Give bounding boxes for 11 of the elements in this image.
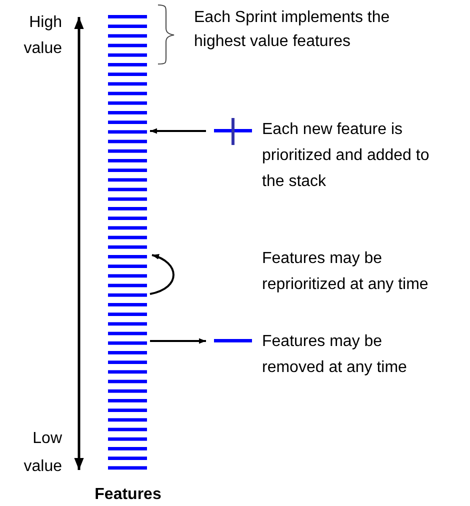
note-text: Each Sprint implements the highest value features bbox=[194, 8, 391, 52]
axis-label: Low value bbox=[22, 429, 62, 477]
axis-label: High value bbox=[22, 13, 62, 59]
note-text: Features may be removed at any time bbox=[262, 332, 408, 378]
arrow bbox=[150, 338, 206, 344]
arrow bbox=[150, 128, 206, 134]
axis-title: Features bbox=[94, 485, 162, 505]
note-text: Features may be reprioritized at any time bbox=[262, 249, 430, 295]
note-text: Each new feature is prioritized and added to the stack bbox=[262, 120, 430, 192]
feature-stack-drawing bbox=[106, 12, 150, 470]
arrow bbox=[150, 254, 174, 295]
